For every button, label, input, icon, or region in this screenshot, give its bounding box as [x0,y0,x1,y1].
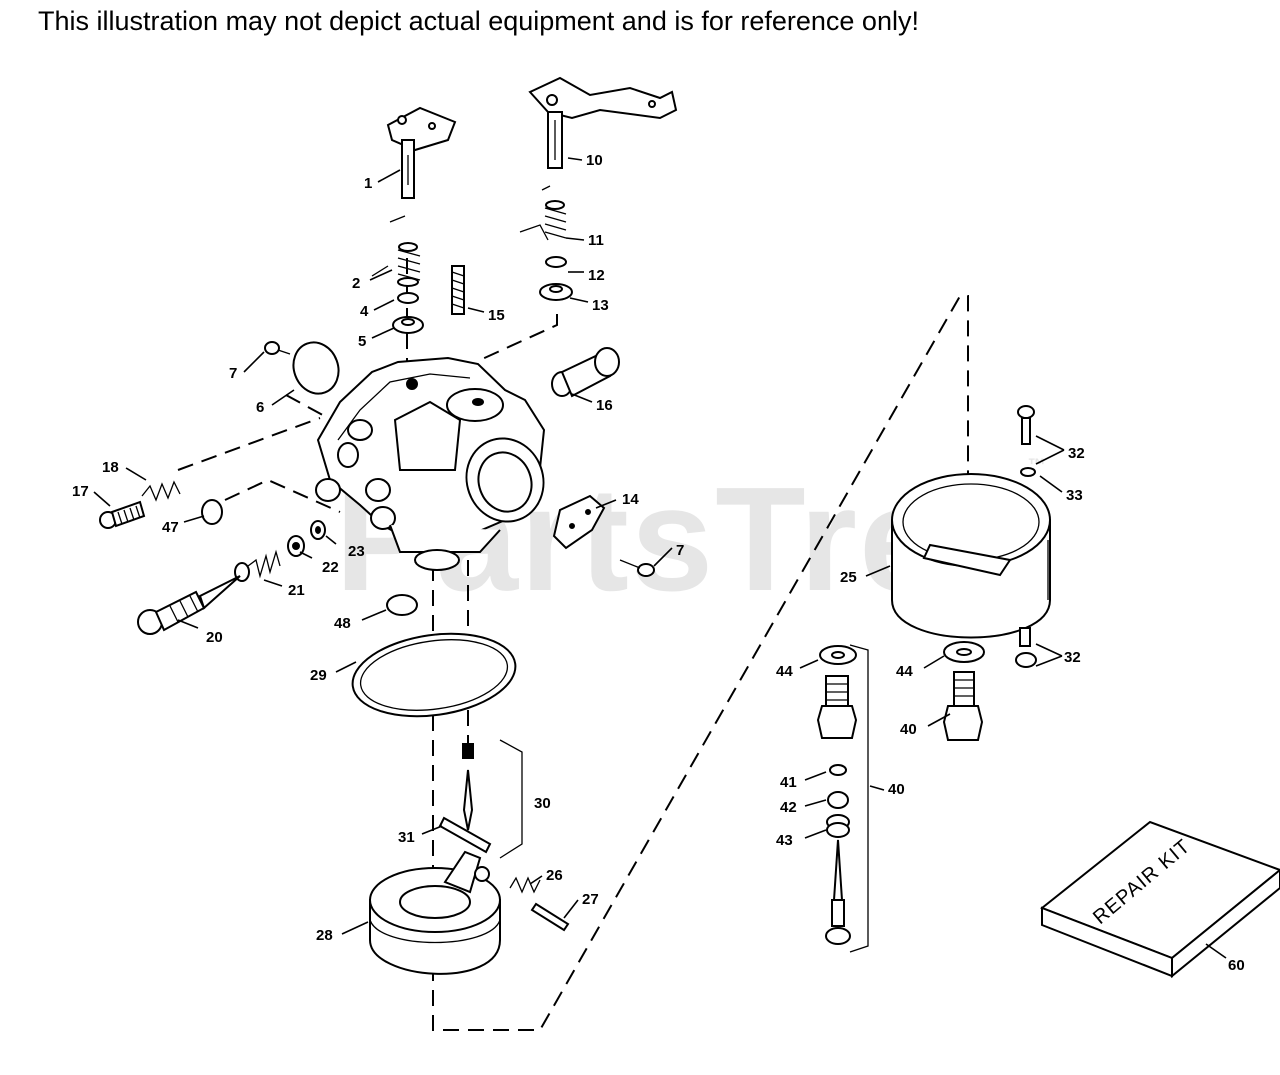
part-nut-32-bottom [1015,627,1037,668]
bracket-40 [849,644,869,953]
callout-7-left: 7 [229,365,237,382]
part-screw-7 [264,341,291,355]
callout-27: 27 [582,891,599,908]
callout-15: 15 [488,307,505,324]
part-float-bowl-25 [891,473,1051,639]
part-washer-44-right [943,641,985,663]
part-repair-kit-60: REPAIR KIT [1040,820,1280,979]
part-washer-44-left [819,645,857,665]
callout-42: 42 [780,799,797,816]
part-mixture-screw-20 [137,575,241,635]
part-spring-21 [234,549,281,582]
callout-13: 13 [592,297,609,314]
leader-lines [93,157,1227,959]
part-main-jet-40-right [942,671,984,741]
part-idle-screw-17 [99,500,146,529]
callout-31: 31 [398,829,415,846]
callout-40-left: 40 [888,781,905,798]
part-needle-jet-40 [825,839,851,945]
callout-2: 2 [352,275,360,292]
part-washer-23 [310,520,326,540]
part-carburetor-body [315,356,546,571]
callout-22: 22 [322,559,339,576]
part-needle-30 [462,739,523,859]
callout-17: 17 [72,483,89,500]
callout-4: 4 [360,303,369,320]
part-fuel-fitting [551,347,620,398]
callout-labels: 1 2 4 5 6 7 10 11 12 13 15 16 18 17 47 2… [72,152,1245,974]
callout-10: 10 [586,152,603,169]
part-spring-18 [141,480,181,502]
callout-26: 26 [546,867,563,884]
part-42 [827,791,849,809]
callout-25: 25 [840,569,857,586]
part-o-ring-29 [351,632,517,718]
callout-48: 48 [334,615,351,632]
callout-16: 16 [596,397,613,414]
part-spring-26 [509,876,541,894]
part-throttle-spring [371,215,421,287]
part-choke-spring [519,185,567,241]
part-gasket-14 [552,494,606,550]
callout-1: 1 [364,175,372,192]
part-48 [386,594,418,616]
part-seal-22 [287,535,305,557]
part-seal-5 [392,316,424,334]
callout-21: 21 [288,582,305,599]
part-washer-12 [545,256,567,268]
part-43 [826,814,850,838]
callout-5: 5 [358,333,366,350]
part-screw-7-right [619,559,655,577]
part-pin-27 [530,902,570,932]
callout-11: 11 [588,232,604,249]
part-throttle-shaft [386,106,457,199]
callout-6: 6 [256,399,264,416]
callout-47: 47 [162,519,179,536]
callout-60: 60 [1228,957,1245,974]
part-washer-4 [397,292,419,304]
callout-18: 18 [102,459,119,476]
part-seal-13 [539,283,573,301]
callout-28: 28 [316,927,333,944]
disclaimer-text: This illustration may not depict actual … [38,6,919,36]
part-41 [829,764,847,776]
part-choke-shaft [528,76,678,169]
part-washer-33 [1020,467,1036,477]
part-plug-47 [201,499,223,525]
part-main-jet-40-left [816,675,858,739]
callout-30: 30 [534,795,551,812]
callout-44-right: 44 [896,663,913,680]
callout-7-right: 7 [676,542,684,559]
callout-14: 14 [622,491,639,508]
callout-29: 29 [310,667,327,684]
part-float-28 [369,850,501,975]
callout-32-bottom: 32 [1064,649,1081,666]
callout-40-right: 40 [900,721,917,738]
callout-12: 12 [588,267,605,284]
part-screw-15 [451,265,465,315]
callout-23: 23 [348,543,365,560]
part-clip-31 [438,816,492,854]
callout-44-left: 44 [776,663,793,680]
part-bolt-32-top [1017,405,1035,445]
part-choke-plate [292,341,340,395]
callout-20: 20 [206,629,223,646]
callout-41: 41 [780,774,797,791]
callout-43: 43 [776,832,793,849]
callout-33: 33 [1066,487,1083,504]
callout-32-top: 32 [1068,445,1085,462]
